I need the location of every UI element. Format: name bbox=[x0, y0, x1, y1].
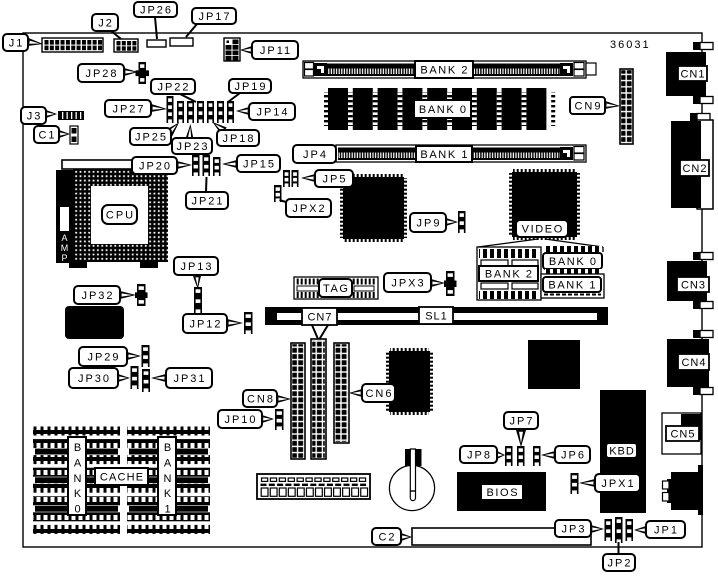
svg-text:JP18: JP18 bbox=[222, 133, 255, 145]
svg-text:CN2: CN2 bbox=[682, 163, 707, 175]
svg-text:JP26: JP26 bbox=[140, 5, 173, 17]
svg-text:CN8: CN8 bbox=[247, 394, 275, 406]
svg-text:B: B bbox=[164, 442, 171, 454]
svg-text:C1: C1 bbox=[38, 130, 56, 142]
svg-text:JP21: JP21 bbox=[191, 196, 224, 208]
svg-text:CPU: CPU bbox=[106, 210, 135, 222]
svg-text:CN7: CN7 bbox=[307, 312, 332, 324]
svg-text:JP20: JP20 bbox=[139, 161, 172, 173]
svg-text:BANK 1: BANK 1 bbox=[420, 149, 469, 161]
svg-text:BANK 2: BANK 2 bbox=[420, 65, 469, 77]
svg-text:1: 1 bbox=[164, 504, 170, 516]
svg-text:JP14: JP14 bbox=[256, 107, 289, 119]
svg-text:SL1: SL1 bbox=[425, 311, 448, 323]
svg-text:JP4: JP4 bbox=[303, 149, 328, 161]
svg-text:JP32: JP32 bbox=[81, 290, 114, 302]
svg-text:JP3: JP3 bbox=[562, 524, 587, 536]
svg-text:P: P bbox=[61, 253, 67, 263]
svg-text:TAG: TAG bbox=[323, 283, 350, 295]
svg-text:JP13: JP13 bbox=[180, 261, 213, 273]
svg-text:JP29: JP29 bbox=[87, 352, 120, 364]
svg-text:J1: J1 bbox=[9, 38, 25, 50]
svg-text:BANK 0: BANK 0 bbox=[419, 104, 468, 116]
svg-text:A: A bbox=[61, 233, 67, 243]
svg-text:CN3: CN3 bbox=[681, 280, 706, 292]
svg-text:VIDEO: VIDEO bbox=[522, 224, 564, 236]
svg-text:CN6: CN6 bbox=[365, 388, 393, 400]
svg-text:JP27: JP27 bbox=[112, 104, 145, 116]
svg-text:JP7: JP7 bbox=[510, 416, 535, 428]
svg-text:N: N bbox=[74, 473, 82, 485]
svg-text:B: B bbox=[74, 442, 81, 454]
svg-text:M: M bbox=[61, 243, 69, 253]
svg-text:J3: J3 bbox=[27, 111, 43, 123]
svg-text:A: A bbox=[74, 457, 82, 469]
svg-text:JPX2: JPX2 bbox=[292, 203, 326, 215]
svg-text:A: A bbox=[164, 457, 172, 469]
svg-text:JP19: JP19 bbox=[234, 81, 267, 93]
svg-text:JP12: JP12 bbox=[189, 319, 222, 331]
svg-text:JPX1: JPX1 bbox=[601, 478, 635, 490]
svg-text:KBD: KBD bbox=[609, 446, 635, 458]
svg-text:CN5: CN5 bbox=[670, 429, 695, 441]
svg-text:CN1: CN1 bbox=[680, 69, 705, 81]
svg-text:BANK 2: BANK 2 bbox=[485, 269, 534, 281]
svg-text:JP5: JP5 bbox=[323, 174, 348, 186]
svg-text:BANK 0: BANK 0 bbox=[549, 256, 598, 268]
svg-text:BANK 1: BANK 1 bbox=[548, 280, 597, 292]
svg-text:0: 0 bbox=[74, 504, 80, 516]
svg-text:JP1: JP1 bbox=[654, 525, 679, 537]
svg-text:CN9: CN9 bbox=[574, 101, 602, 113]
svg-text:JP25: JP25 bbox=[135, 132, 168, 144]
svg-text:JP10: JP10 bbox=[224, 414, 257, 426]
svg-text:K: K bbox=[164, 488, 172, 500]
svg-text:JP15: JP15 bbox=[243, 159, 276, 171]
svg-text:JPX3: JPX3 bbox=[391, 278, 425, 290]
svg-text:K: K bbox=[74, 488, 82, 500]
svg-text:JP2: JP2 bbox=[608, 558, 633, 570]
svg-text:J2: J2 bbox=[98, 18, 114, 30]
svg-text:36031: 36031 bbox=[610, 39, 651, 51]
svg-text:CN4: CN4 bbox=[681, 357, 706, 369]
svg-text:JP17: JP17 bbox=[198, 11, 231, 23]
svg-text:BIOS: BIOS bbox=[486, 487, 519, 499]
svg-text:JP11: JP11 bbox=[260, 45, 292, 57]
svg-text:CACHE: CACHE bbox=[100, 472, 145, 484]
svg-text:JP9: JP9 bbox=[417, 218, 442, 230]
svg-text:JP28: JP28 bbox=[85, 68, 118, 80]
svg-text:JP31: JP31 bbox=[173, 373, 206, 385]
svg-text:JP30: JP30 bbox=[78, 373, 111, 385]
svg-text:JP6: JP6 bbox=[561, 450, 586, 462]
svg-text:C2: C2 bbox=[378, 532, 396, 544]
svg-text:JP23: JP23 bbox=[176, 141, 209, 153]
svg-text:JP22: JP22 bbox=[157, 82, 190, 94]
svg-text:N: N bbox=[164, 473, 172, 485]
svg-text:JP8: JP8 bbox=[467, 450, 492, 462]
